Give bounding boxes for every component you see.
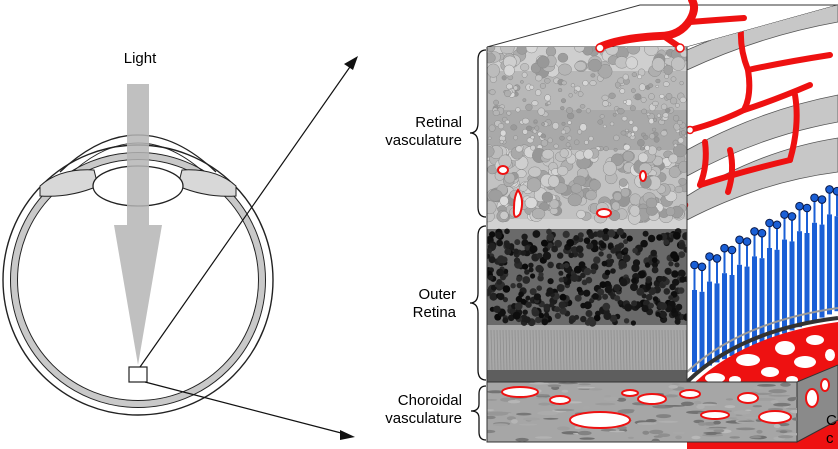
label-outer-line2: Retina	[412, 304, 456, 321]
pointer-line-top	[139, 63, 353, 368]
schematic-right-face	[687, 5, 838, 449]
retinal-vessels-front	[497, 165, 647, 218]
label-cut-line1: C	[826, 412, 837, 429]
eye-illustration	[2, 84, 274, 416]
pointer-arrowhead-top	[344, 56, 358, 70]
label-outer-line1: Outer	[418, 286, 456, 303]
label-retinal-line2: vasculature	[385, 132, 462, 149]
histology-front-face	[487, 47, 687, 382]
label-outer-retina: Outer Retina	[340, 286, 456, 322]
label-light: Light	[123, 50, 157, 67]
label-cut-off: C c	[826, 412, 838, 448]
label-retinal-line1: Retinal	[415, 114, 462, 131]
tissue-block	[486, 0, 838, 449]
label-choroidal-line1: Choroidal	[397, 392, 462, 409]
bracket-outer-retina	[469, 225, 487, 381]
label-choroidal-line2: vasculature	[385, 410, 462, 427]
label-choroidal-vasculature: Choroidal vasculature	[340, 392, 462, 428]
pointer-line-bottom	[144, 381, 346, 435]
label-cut-line2: c	[826, 430, 834, 447]
light-arrow	[114, 84, 162, 365]
choroid-slab	[486, 364, 838, 443]
bracket-retinal	[469, 49, 487, 218]
label-retinal-vasculature: Retinal vasculature	[340, 114, 462, 150]
zoom-box	[128, 366, 148, 383]
bracket-choroidal	[470, 385, 487, 441]
pointer-arrowhead-bottom	[340, 430, 355, 440]
